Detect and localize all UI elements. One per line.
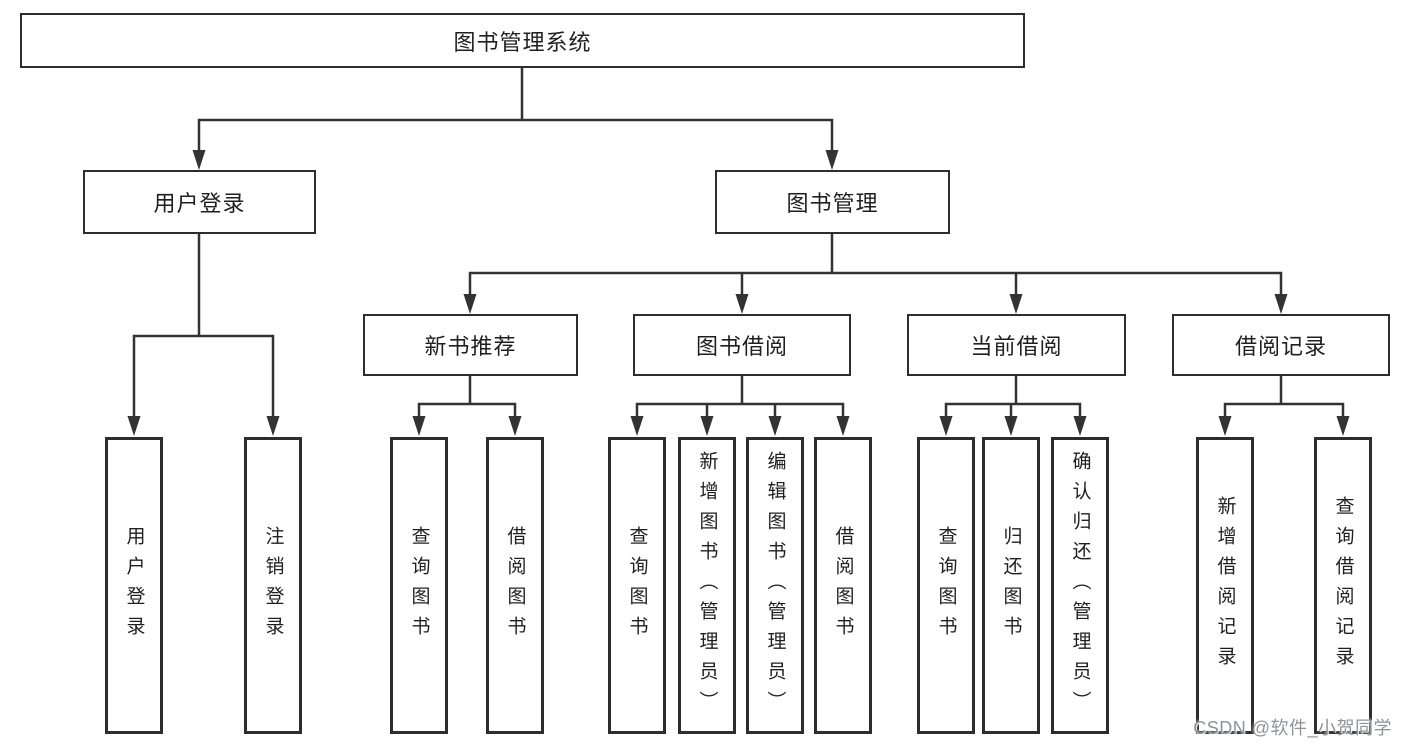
leaf-query-borrow-record: 查询借阅记录 — [1314, 437, 1372, 734]
arrowhead-icon — [1336, 416, 1350, 436]
leaf-user-login: 用户登录 — [105, 437, 163, 734]
leaf-return-books-label: 归还图书 — [1000, 525, 1022, 646]
arrowhead-icon — [836, 416, 850, 436]
leaf-add-books-admin-label: 新增图书（管理员） — [696, 450, 718, 721]
arrowhead-icon — [1004, 416, 1018, 436]
connector-level3-branch — [468, 271, 1283, 298]
arrowhead-icon — [463, 294, 477, 314]
arrowhead-icon — [1274, 294, 1288, 314]
node-book-borrow: 图书借阅 — [633, 314, 851, 376]
arrowhead-icon — [266, 416, 280, 436]
arrowhead-icon — [630, 416, 644, 436]
connector-level2-branch — [197, 118, 834, 152]
leaf-user-login-label: 用户登录 — [123, 525, 145, 646]
leaf-logout: 注销登录 — [244, 437, 302, 734]
connector-new-book-rec-branch — [417, 376, 517, 420]
node-current-borrow-label: 当前借阅 — [970, 334, 1063, 359]
node-borrow-records-label: 借阅记录 — [1234, 334, 1327, 359]
connector-user-login-branch — [132, 234, 275, 419]
leaf-edit-books-admin: 编辑图书（管理员） — [746, 437, 804, 734]
leaf-borrow-books-label: 借阅图书 — [832, 525, 854, 646]
leaf-confirm-return-admin: 确认归还（管理员） — [1051, 437, 1109, 734]
arrowhead-icon — [735, 294, 749, 314]
node-current-borrow: 当前借阅 — [907, 314, 1126, 376]
arrowhead-icon — [192, 150, 206, 170]
leaf-current-query-books: 查询图书 — [917, 437, 975, 734]
node-book-mgmt: 图书管理 — [715, 170, 950, 234]
arrowhead-icon — [508, 416, 522, 436]
arrowhead-icon — [768, 416, 782, 436]
arrowhead-icon — [700, 416, 714, 436]
arrowhead-icon — [939, 416, 953, 436]
arrowhead-icon — [127, 416, 141, 436]
leaf-rec-query-books-label: 查询图书 — [408, 525, 430, 646]
leaf-edit-books-admin-label: 编辑图书（管理员） — [764, 450, 786, 721]
arrowhead-icon — [1009, 294, 1023, 314]
connector-borrow-records-branch — [1223, 376, 1345, 420]
node-user-login: 用户登录 — [83, 170, 316, 234]
arrowhead-icon — [1073, 416, 1087, 436]
node-book-mgmt-label: 图书管理 — [786, 191, 879, 216]
leaf-add-borrow-record-label: 新增借阅记录 — [1214, 495, 1236, 676]
leaf-query-borrow-record-label: 查询借阅记录 — [1332, 495, 1354, 676]
leaf-logout-label: 注销登录 — [262, 525, 284, 646]
leaf-borrow-books: 借阅图书 — [814, 437, 872, 734]
node-borrow-records: 借阅记录 — [1172, 314, 1390, 376]
connector-current-borrow-branch — [944, 376, 1082, 420]
node-root-label: 图书管理系统 — [453, 29, 592, 55]
leaf-confirm-return-admin-label: 确认归还（管理员） — [1069, 450, 1091, 721]
node-book-borrow-label: 图书借阅 — [695, 334, 788, 359]
arrowhead-icon — [1218, 416, 1232, 436]
leaf-return-books: 归还图书 — [982, 437, 1040, 734]
leaf-borrow-query-books: 查询图书 — [608, 437, 666, 734]
leaf-current-query-books-label: 查询图书 — [935, 525, 957, 646]
leaf-rec-borrow-books-label: 借阅图书 — [504, 525, 526, 646]
leaf-rec-query-books: 查询图书 — [390, 437, 448, 734]
leaf-add-books-admin: 新增图书（管理员） — [678, 437, 736, 734]
leaf-rec-borrow-books: 借阅图书 — [486, 437, 544, 734]
arrowhead-icon — [825, 150, 839, 170]
node-new-book-rec: 新书推荐 — [363, 314, 578, 376]
node-new-book-rec-label: 新书推荐 — [424, 334, 517, 359]
node-root: 图书管理系统 — [20, 13, 1025, 68]
connector-book-borrow-branch — [635, 376, 845, 420]
leaf-add-borrow-record: 新增借阅记录 — [1196, 437, 1254, 734]
arrowhead-icon — [412, 416, 426, 436]
node-user-login-label: 用户登录 — [153, 191, 246, 216]
leaf-borrow-query-books-label: 查询图书 — [626, 525, 648, 646]
watermark: CSDN @软件_小贺同学 — [1193, 718, 1392, 738]
